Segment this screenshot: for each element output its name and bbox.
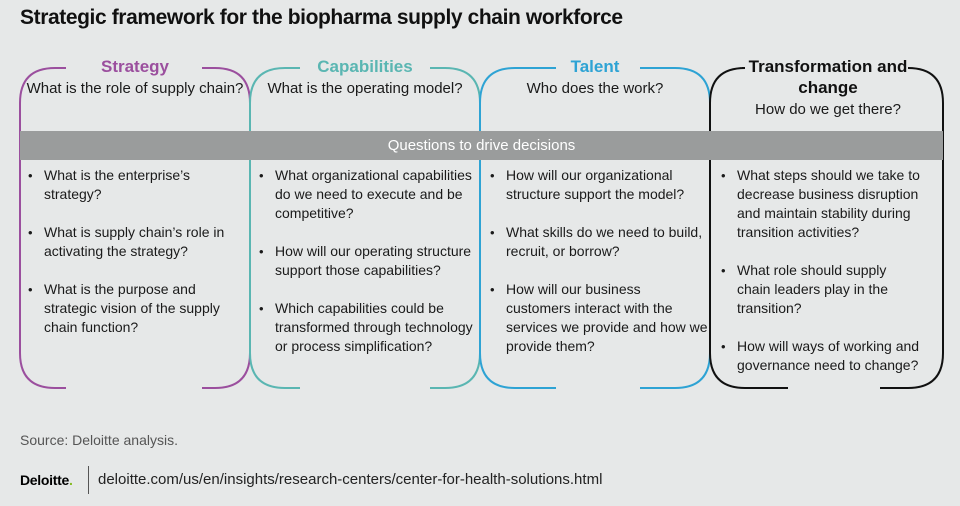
list-item: How will our operating structure support… xyxy=(255,242,475,280)
footer-divider xyxy=(88,466,89,494)
strategy-header: Strategy What is the role of supply chai… xyxy=(20,56,250,98)
list-item: Which capabilities could be transformed … xyxy=(255,299,475,356)
column-question: What is the role of supply chain? xyxy=(26,80,244,97)
source-link[interactable]: deloitte.com/us/en/insights/research-cen… xyxy=(98,471,603,488)
source-note: Source: Deloitte analysis. xyxy=(20,432,178,448)
questions-banner: Questions to drive decisions xyxy=(20,131,943,160)
column-name: Transformation and change xyxy=(748,57,908,97)
list-item: How will ways of working and governance … xyxy=(717,337,922,375)
capabilities-questions: What organizational capabilities do we n… xyxy=(255,166,475,375)
column-name: Talent xyxy=(570,57,620,76)
list-item: What is the enterprise’s strategy? xyxy=(24,166,244,204)
strategy-questions: What is the enterprise’s strategy? What … xyxy=(24,166,244,356)
logo-dot: . xyxy=(68,472,73,488)
column-question: How do we get there? xyxy=(755,101,901,118)
column-name: Strategy xyxy=(100,57,170,76)
column-name: Capabilities xyxy=(317,57,413,76)
list-item: What role should supply chain leaders pl… xyxy=(717,261,922,318)
list-item: How will our business customers interact… xyxy=(486,280,708,356)
column-brackets xyxy=(19,67,944,389)
column-question: Who does the work? xyxy=(526,80,664,97)
transformation-header: Transformation and change How do we get … xyxy=(740,56,916,119)
list-item: What is supply chain’s role in activatin… xyxy=(24,223,244,261)
list-item: What organizational capabilities do we n… xyxy=(255,166,475,223)
capabilities-header: Capabilities What is the operating model… xyxy=(250,56,480,98)
page-title: Strategic framework for the biopharma su… xyxy=(20,6,623,29)
logo-word: Deloitte xyxy=(20,472,69,488)
transformation-questions: What steps should we take to decrease bu… xyxy=(717,166,922,394)
column-question: What is the operating model? xyxy=(267,80,463,97)
transformation-bracket xyxy=(709,67,944,389)
talent-questions: How will our organizational structure su… xyxy=(486,166,708,375)
list-item: How will our organizational structure su… xyxy=(486,166,708,204)
list-item: What skills do we need to build, recruit… xyxy=(486,223,708,261)
list-item: What is the purpose and strategic vision… xyxy=(24,280,244,337)
list-item: What steps should we take to decrease bu… xyxy=(717,166,922,242)
talent-header: Talent Who does the work? xyxy=(480,56,710,98)
deloitte-logo: Deloitte. xyxy=(20,472,73,488)
